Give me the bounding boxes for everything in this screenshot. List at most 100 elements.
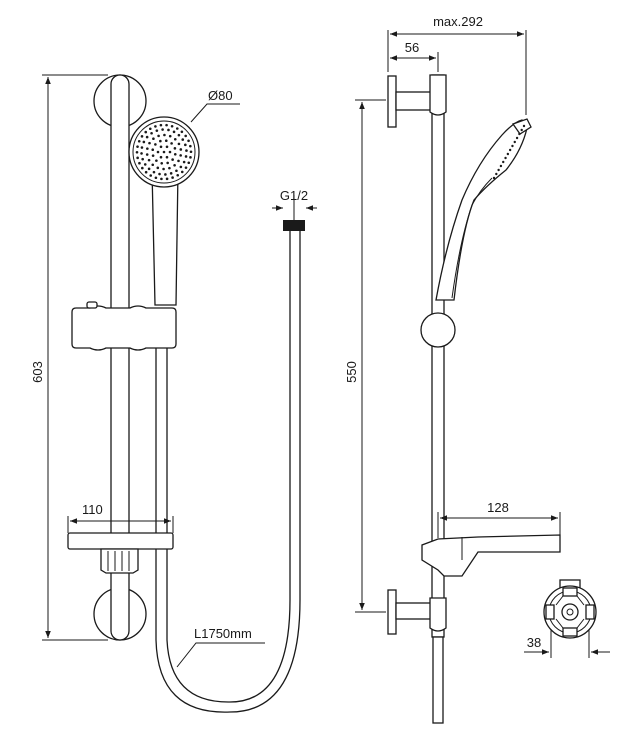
- side-spray-nozzle: [499, 164, 503, 168]
- hose-connector-nut: [283, 220, 305, 231]
- side-spray-nozzle: [515, 136, 519, 140]
- spray-nozzle: [143, 163, 147, 166]
- spray-nozzle: [177, 159, 180, 163]
- spray-nozzle: [179, 165, 183, 169]
- spray-nozzle: [155, 129, 159, 132]
- spray-nozzle: [163, 133, 166, 137]
- spray-nozzle: [154, 176, 158, 180]
- side-soap-dish: [421, 534, 561, 577]
- spray-nozzle: [176, 173, 180, 177]
- spray-nozzle: [148, 127, 152, 131]
- spray-nozzle: [165, 155, 169, 159]
- spray-nozzle: [154, 125, 157, 128]
- side-spray-nozzle: [502, 160, 505, 164]
- spray-nozzle: [138, 161, 141, 165]
- slide-rail: [110, 74, 130, 641]
- bracket-detail-view: 38: [524, 579, 610, 658]
- front-view: 603 Ø80 G1/2 110 L1750mm: [30, 74, 317, 713]
- side-spray-nozzle: [522, 124, 526, 128]
- dim-max-projection: max.292: [433, 14, 483, 29]
- side-spray-nozzle: [506, 152, 510, 156]
- spray-nozzle: [159, 155, 163, 159]
- side-spray-nozzle: [508, 148, 512, 152]
- spray-nozzle: [148, 141, 151, 145]
- spray-nozzle: [140, 146, 144, 149]
- spray-nozzle: [161, 128, 164, 131]
- side-spray-nozzle: [513, 140, 516, 144]
- spray-nozzle: [147, 167, 151, 171]
- spray-nozzle: [152, 137, 155, 140]
- spray-nozzle: [136, 145, 139, 148]
- spray-nozzle: [144, 170, 148, 174]
- spray-nozzle: [189, 156, 192, 159]
- shower-holder-slider: [71, 305, 177, 351]
- dim-bracket-diameter: 38: [527, 635, 541, 650]
- spray-nozzle: [173, 147, 177, 150]
- spray-nozzle: [182, 160, 186, 164]
- spray-nozzle: [141, 166, 144, 170]
- side-slider-knob: [420, 312, 456, 348]
- spray-nozzle: [164, 173, 167, 176]
- shower-hose: [155, 230, 301, 713]
- spray-nozzle: [141, 157, 144, 161]
- spray-nozzle: [144, 130, 148, 134]
- spray-nozzle: [162, 150, 166, 154]
- spray-nozzle: [173, 152, 177, 156]
- soap-dish-mount: [100, 548, 139, 574]
- side-spray-nozzle: [497, 168, 500, 172]
- spray-nozzle: [171, 158, 174, 161]
- side-spray-nozzle: [495, 172, 498, 176]
- spray-nozzle: [151, 163, 155, 167]
- spray-nozzle: [170, 142, 173, 145]
- spray-nozzle: [168, 166, 171, 170]
- spray-nozzle: [187, 139, 190, 143]
- spray-nozzle: [177, 142, 181, 146]
- spray-nozzle: [172, 130, 176, 134]
- spray-nozzles: [135, 123, 193, 181]
- spray-nozzle: [171, 176, 174, 179]
- side-hand-shower: [435, 119, 528, 301]
- spray-nozzle: [155, 159, 158, 162]
- spray-nozzle: [159, 139, 162, 143]
- spray-nozzle: [162, 167, 165, 171]
- spray-nozzle: [151, 148, 155, 152]
- spray-nozzle: [181, 138, 185, 141]
- spray-nozzle: [137, 139, 141, 143]
- side-view: max.292 56 550 128: [344, 14, 561, 724]
- dim-height-total: 603: [30, 361, 45, 383]
- dim-rail-spacing: 550: [344, 361, 359, 383]
- spray-nozzle: [189, 144, 192, 148]
- spray-nozzle: [150, 131, 153, 135]
- spray-nozzle: [173, 137, 177, 141]
- spray-nozzle: [156, 166, 160, 170]
- spray-nozzle: [159, 123, 163, 127]
- side-spray-nozzle: [518, 132, 521, 136]
- spray-nozzle: [184, 155, 188, 158]
- spray-nozzle: [166, 161, 169, 165]
- top-wall-plate: [387, 75, 397, 128]
- dim-connector-thread: G1/2: [280, 188, 308, 203]
- spray-nozzle: [173, 164, 176, 167]
- soap-dish: [67, 532, 174, 550]
- dim-head-diameter: Ø80: [208, 88, 233, 103]
- spray-nozzle: [140, 135, 144, 138]
- side-spray-nozzle: [511, 144, 514, 148]
- spray-nozzle: [189, 150, 193, 154]
- spray-nozzle: [167, 128, 170, 132]
- spray-nozzle: [145, 153, 149, 156]
- spray-nozzle: [175, 169, 178, 173]
- spray-nozzle: [135, 150, 139, 154]
- hand-shower-handle: [151, 169, 179, 306]
- spray-nozzle: [160, 161, 164, 165]
- spray-nozzle: [165, 123, 168, 127]
- spray-nozzle: [165, 177, 169, 181]
- spray-nozzle: [142, 140, 146, 144]
- spray-nozzle: [154, 143, 157, 146]
- spray-nozzle: [159, 145, 163, 149]
- spray-nozzle: [184, 134, 187, 138]
- spray-nozzle: [146, 147, 149, 150]
- spray-nozzle: [179, 154, 182, 157]
- dim-bracket-offset: 56: [405, 40, 419, 55]
- spray-nozzle: [184, 143, 187, 147]
